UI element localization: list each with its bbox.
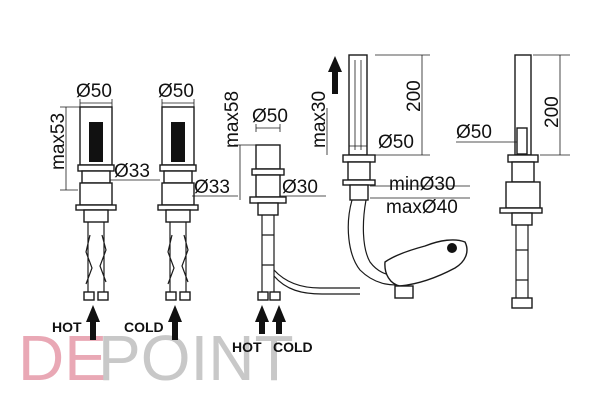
valve-cold-stem [161, 182, 195, 206]
hand-shower-length-label: 200 [404, 80, 425, 112]
hole-max-label: maxØ40 [386, 197, 458, 218]
valve-hot-stem [79, 182, 113, 206]
dimensions-diverter: Ø50 max58 Ø30 [222, 91, 326, 200]
diverter-collar [251, 168, 285, 176]
inlet-cold-label: COLD [124, 319, 164, 335]
valve-cold-base-label: Ø33 [194, 177, 230, 198]
hand-shower-flange [342, 179, 376, 186]
valve-cold-flange [157, 204, 199, 211]
side-shower-fitting [511, 297, 533, 309]
dimensions-hand-shower: 200 max30 Ø50 minØ30 maxØ40 [309, 54, 470, 218]
valve-hot-base-label: Ø33 [114, 161, 150, 182]
hand-shower-holder [342, 154, 376, 163]
valve-hot-hoses [85, 222, 107, 295]
side-shower-nut [511, 212, 533, 226]
pull-up-arrow-icon [328, 56, 342, 72]
diverter-fitting-b [269, 291, 281, 301]
diverter-link-hose [273, 269, 360, 295]
mixer-body [384, 239, 468, 287]
valve-cold-collar [159, 164, 197, 172]
diverter-base-label: Ø30 [282, 177, 318, 198]
mixer-inlet-cold-label: COLD [273, 339, 313, 355]
side-shower-base [511, 161, 535, 183]
dimensions-valve-cold: Ø50 Ø33 [158, 81, 238, 198]
side-shower-bracket [516, 127, 528, 155]
valve-hot-flange [75, 204, 117, 211]
hand-shower-assembly [342, 54, 468, 299]
valve-cold-base [163, 170, 193, 184]
hand-shower-diameter-label: Ø50 [378, 132, 414, 153]
valve-cold-fitting-b [179, 291, 191, 301]
inlet-arrow-icon [86, 305, 100, 322]
mixer-inlet-hot-label: HOT [232, 339, 262, 355]
hand-shower-nut [349, 184, 369, 201]
diverter-nut [257, 202, 279, 216]
diverter-diameter-label: Ø50 [252, 106, 288, 127]
diverter-stem [255, 174, 281, 198]
side-shower-flange [499, 207, 543, 214]
hand-shower-handle [348, 54, 368, 156]
valve-hot-fitting-b [97, 291, 109, 301]
hand-shower-side-view [499, 54, 543, 309]
valve-hot-diameter-label: Ø50 [76, 81, 112, 102]
mixer-knob [447, 243, 457, 253]
diverter-height-label: max58 [222, 91, 243, 148]
valve-cold-hoses [167, 222, 189, 295]
side-shower-stem [505, 181, 541, 209]
inlet-hot-label: HOT [52, 319, 82, 335]
hand-shower-height-label: max30 [309, 91, 330, 148]
valve-hot-handle [89, 122, 103, 162]
inlet-mixer: HOT COLD [232, 305, 313, 355]
valve-cold-fitting-a [165, 291, 177, 301]
valve-hot-nut [83, 209, 109, 223]
side-shower-length-label: 200 [542, 96, 563, 128]
diverter-fitting-a [257, 291, 269, 301]
hole-min-label: minØ30 [389, 174, 456, 195]
side-shower-pipes [515, 225, 529, 300]
diverter-knob [255, 144, 281, 170]
hand-shower-base [347, 161, 371, 181]
inlet-arrow-icon [255, 305, 269, 322]
inlet-arrow-icon [168, 305, 182, 322]
valve-cold-handle [171, 122, 185, 162]
valve-hot-base [81, 170, 111, 184]
diverter-flange [249, 196, 287, 204]
dimensions-valve-hot: Ø50 max53 Ø33 [48, 81, 160, 191]
inlet-cold-valve: COLD [124, 305, 182, 340]
inlet-arrow-icon [272, 305, 286, 322]
valve-cold-diameter-label: Ø50 [158, 81, 194, 102]
diverter-pipes [261, 215, 275, 295]
valve-cold-nut [165, 209, 191, 223]
valve-cold [157, 106, 199, 301]
dimensions-side-view: 200 Ø50 [456, 54, 570, 156]
mixer-outlet [394, 285, 414, 299]
valve-hot-collar [77, 164, 115, 172]
valve-hot-height-label: max53 [48, 113, 69, 170]
valve-hot-fitting-a [83, 291, 95, 301]
inlet-hot-valve: HOT [52, 305, 100, 340]
diverter [249, 144, 360, 301]
side-shower-diameter-label: Ø50 [456, 122, 492, 143]
valve-hot [75, 106, 117, 301]
side-shower-holder [507, 154, 539, 163]
